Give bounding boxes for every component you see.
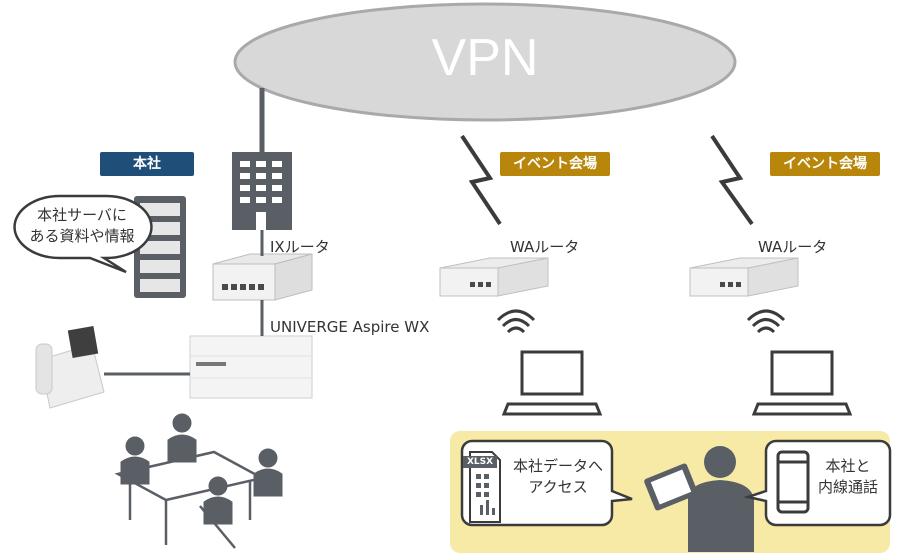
smartphone-icon [776,450,810,514]
laptop-icon-2 [751,350,853,416]
data-access-text: 本社データへ アクセス [506,456,610,498]
data-access-bubble [460,439,633,527]
office-workers-icon [114,413,283,549]
wa-router-1-label: WAルータ [510,238,580,256]
wa-router-2-label: WAルータ [758,238,828,256]
vpn-cloud [233,2,737,122]
wifi-signal-icon-2 [746,309,786,334]
server-info-bubble [13,194,153,274]
wa-router-2-device [689,257,799,297]
data-access-line2: アクセス [528,478,588,496]
hq-site-tag: 本社 [100,152,194,176]
spreadsheet-file-icon [463,451,501,523]
hq-building-icon [232,152,292,230]
person-with-tablet-icon [644,446,754,552]
internal-call-line2: 内線通話 [817,478,878,496]
ix-router-device [212,253,313,301]
wireless-link-2 [710,134,754,226]
data-access-line1: 本社データへ [512,457,603,475]
internal-call-text: 本社と 内線通話 [810,456,886,498]
xlsx-badge: XLSX [466,457,494,467]
server-info-line2: ある資料や情報 [29,227,135,245]
event-site-tag-2: イベント会場 [770,152,880,176]
ix-router-label: IXルータ [270,238,330,256]
wifi-signal-icon-1 [496,309,536,334]
server-info-line1: 本社サーバに [37,206,127,224]
desk-phone-icon [35,325,105,409]
wa-router-1-device [439,257,549,297]
internal-call-line1: 本社と [825,457,871,475]
laptop-icon-1 [501,350,603,416]
vpn-label: VPN [431,29,539,87]
server-info-text: 本社サーバに ある資料や情報 [16,205,148,247]
pbx-device [189,335,313,399]
event-site-tag-1: イベント会場 [500,152,610,176]
pbx-label: UNIVERGE Aspire WX [270,318,430,336]
wireless-link-1 [460,134,502,226]
